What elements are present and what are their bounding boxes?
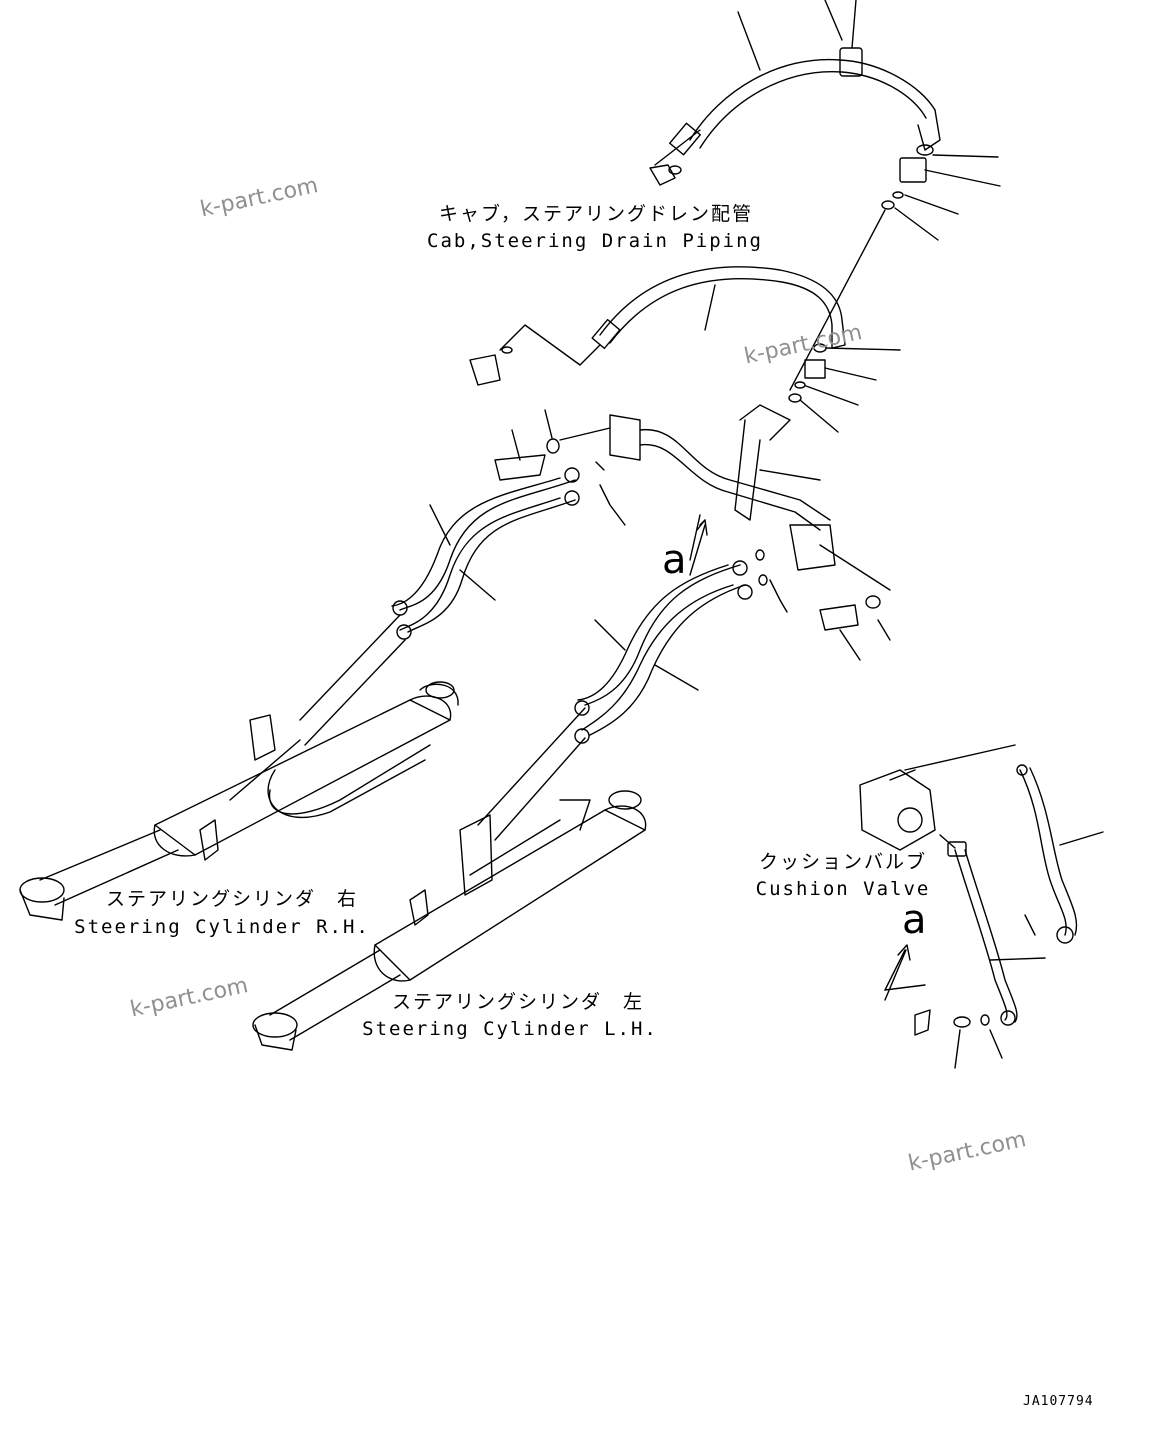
steering-cylinder-rh xyxy=(19,614,459,921)
arrow-a-cushion xyxy=(884,944,911,1001)
label-cushion-jp: クッションバルブ xyxy=(758,851,928,873)
label-cushion-en: Cushion Valve xyxy=(755,878,931,900)
label-cyl-rh-jp: ステアリングシリンダ 右 xyxy=(105,888,359,910)
arrow-a-main xyxy=(689,519,708,576)
hose-pair-rh xyxy=(391,409,626,640)
label-cyl-lh-en: Steering Cylinder L.H. xyxy=(362,1018,658,1040)
steering-cylinder-lh xyxy=(252,707,647,1051)
cushion-valve-assembly xyxy=(859,744,1104,1069)
label-cab-drain-en: Cab,Steering Drain Piping xyxy=(427,230,763,252)
drawing-code: JA107794 xyxy=(1023,1394,1094,1409)
label-cyl-rh-en: Steering Cylinder R.H. xyxy=(74,916,370,938)
hose-pair-lh xyxy=(574,514,891,744)
drain-fittings-upper xyxy=(649,129,1001,391)
callout-a-cushion: a xyxy=(902,897,927,943)
cab-drain-hose-upper xyxy=(669,0,941,156)
label-cab-drain-jp: キャブ，ステアリングドレン配管 xyxy=(438,203,754,225)
label-cyl-lh-jp: ステアリングシリンダ 左 xyxy=(391,991,645,1013)
cab-drain-hose-lower xyxy=(469,266,901,433)
steering-manifold xyxy=(559,404,891,591)
callout-a-main: a xyxy=(662,537,687,583)
